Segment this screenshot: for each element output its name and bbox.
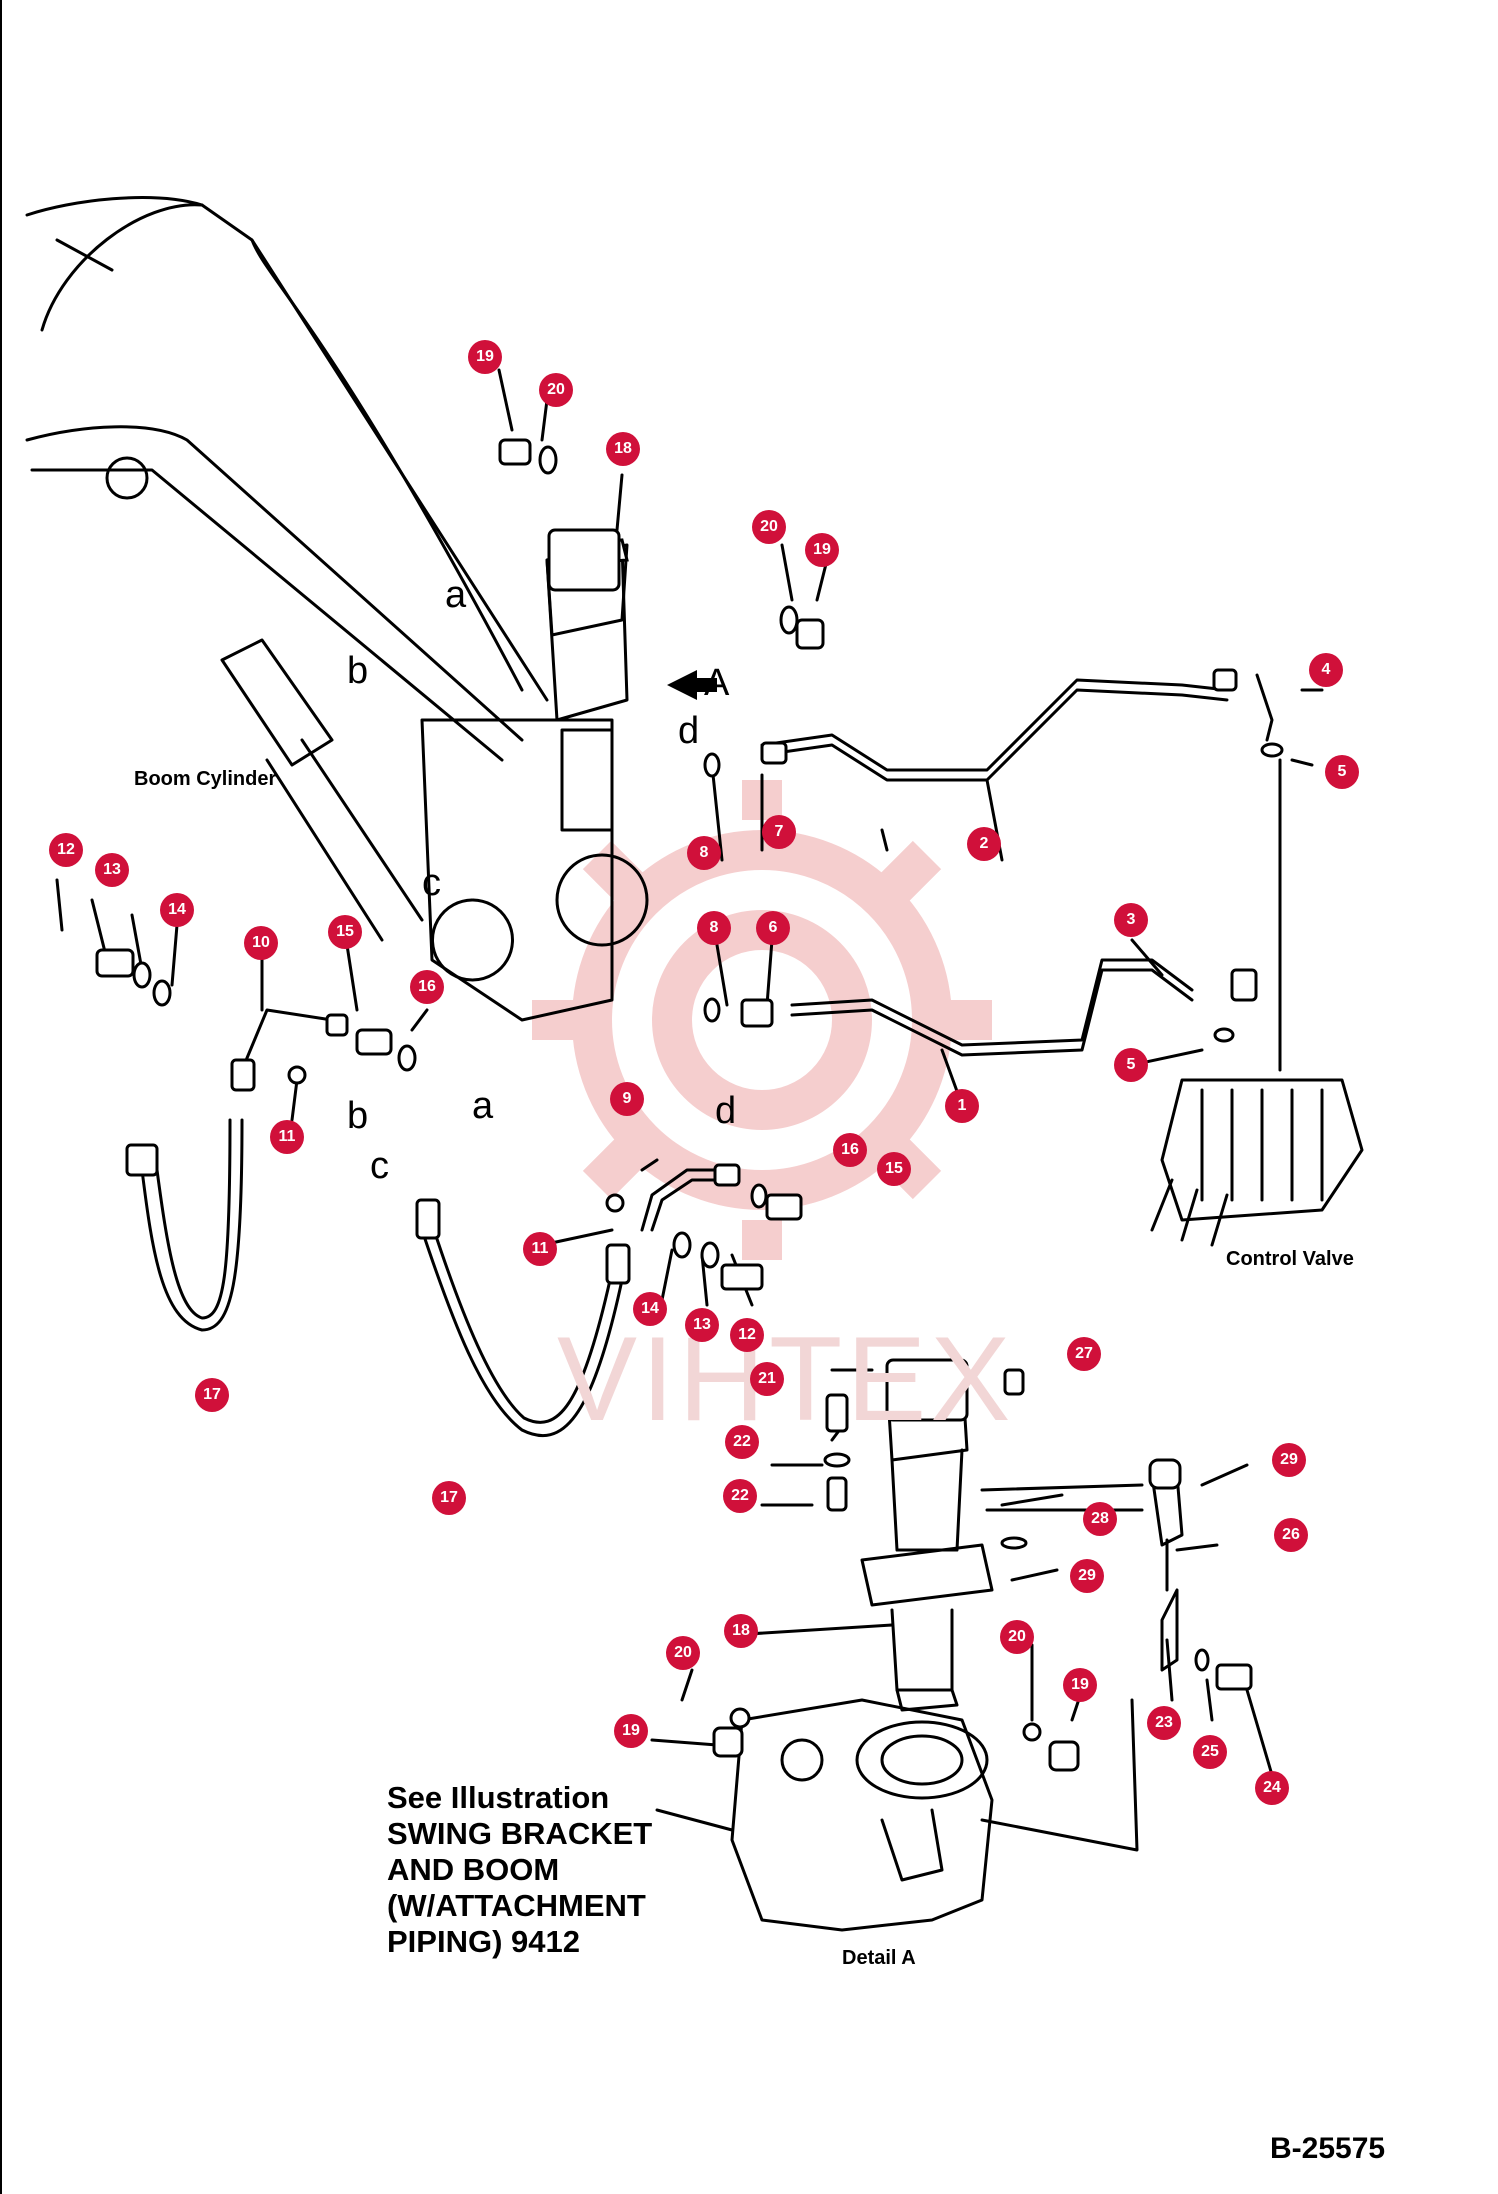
part-callout[interactable]: 8	[687, 836, 721, 870]
part-callout[interactable]: 21	[750, 1362, 784, 1396]
pipe-letter-a-upper: a	[445, 574, 467, 616]
part-callout[interactable]: 29	[1070, 1559, 1104, 1593]
detail-a-label: Detail A	[842, 1947, 916, 1969]
part-callout[interactable]: 26	[1274, 1518, 1308, 1552]
part-callout[interactable]: 19	[1063, 1668, 1097, 1702]
part-callout[interactable]: 15	[328, 915, 362, 949]
note-line: AND BOOM	[387, 1852, 560, 1887]
pipe-letter-c-lower: c	[370, 1145, 389, 1187]
figure-code: B-25575	[1270, 2132, 1386, 2165]
note-line: PIPING) 9412	[387, 1924, 580, 1959]
boom-cylinder-label: Boom Cylinder	[134, 768, 277, 790]
part-callout[interactable]: 20	[666, 1636, 700, 1670]
arm-outline	[25, 196, 549, 702]
part-callout[interactable]: 20	[539, 373, 573, 407]
pipe-letter-a-lower: a	[472, 1085, 494, 1127]
part-callout[interactable]: 17	[432, 1481, 466, 1515]
part-callout[interactable]: 19	[805, 533, 839, 567]
control-valve-label: Control Valve	[1226, 1248, 1354, 1270]
part-callout[interactable]: 12	[730, 1318, 764, 1352]
pipe-letter-b-upper: b	[347, 650, 369, 692]
part-callout[interactable]: 19	[614, 1714, 648, 1748]
part-callout[interactable]: 6	[756, 911, 790, 945]
part-callout[interactable]: 16	[410, 970, 444, 1004]
watermark-text: VIHTEX	[557, 1312, 1015, 1446]
fitting-19-top	[498, 438, 532, 466]
part-callout[interactable]: 12	[49, 833, 83, 867]
part-callout[interactable]: 24	[1255, 1771, 1289, 1805]
view-a-label: A	[704, 662, 730, 704]
part-callout[interactable]: 3	[1114, 903, 1148, 937]
see-illustration-note: See Illustration SWING BRACKET AND BOOM …	[387, 1780, 652, 1960]
part-callout[interactable]: 22	[725, 1425, 759, 1459]
note-line: See Illustration	[387, 1780, 610, 1815]
part-callout[interactable]: 15	[877, 1152, 911, 1186]
part-callout[interactable]: 14	[633, 1292, 667, 1326]
part-callout[interactable]: 11	[523, 1232, 557, 1266]
part-callout[interactable]: 28	[1083, 1502, 1117, 1536]
part-callout[interactable]: 29	[1272, 1443, 1306, 1477]
part-callout[interactable]: 18	[724, 1614, 758, 1648]
part-callout[interactable]: 19	[468, 340, 502, 374]
part-callout[interactable]: 23	[1147, 1706, 1181, 1740]
part-callout[interactable]: 8	[697, 911, 731, 945]
view-arrow-icon	[667, 670, 717, 700]
note-line: (W/ATTACHMENT	[387, 1888, 646, 1923]
part-callout[interactable]: 9	[610, 1082, 644, 1116]
part-callout[interactable]: 27	[1067, 1337, 1101, 1371]
part-callout[interactable]: 7	[762, 815, 796, 849]
part-callout[interactable]: 14	[160, 893, 194, 927]
part-callout[interactable]: 20	[752, 510, 786, 544]
part-callout[interactable]: 20	[1000, 1620, 1034, 1654]
part-callout[interactable]: 13	[95, 853, 129, 887]
part-callout[interactable]: 2	[967, 827, 1001, 861]
part-callout[interactable]: 1	[945, 1089, 979, 1123]
pipe-letter-d-lower: d	[715, 1090, 737, 1132]
part-callout[interactable]: 10	[244, 926, 278, 960]
part-callout[interactable]: 22	[723, 1479, 757, 1513]
pipe-letter-d-upper: d	[678, 710, 700, 752]
pipe-letter-c-upper: c	[422, 862, 441, 904]
part-callout[interactable]: 16	[833, 1133, 867, 1167]
part-callout[interactable]: 17	[195, 1378, 229, 1412]
part-callout[interactable]: 5	[1114, 1048, 1148, 1082]
part-callout[interactable]: 5	[1325, 755, 1359, 789]
part-callout[interactable]: 4	[1309, 653, 1343, 687]
part-callout[interactable]: 13	[685, 1308, 719, 1342]
pipe-letter-b-lower: b	[347, 1095, 369, 1137]
part-callout[interactable]: 11	[270, 1120, 304, 1154]
part-callout[interactable]: 18	[606, 432, 640, 466]
part-callout[interactable]: 25	[1193, 1735, 1227, 1769]
note-line: SWING BRACKET	[387, 1816, 653, 1851]
